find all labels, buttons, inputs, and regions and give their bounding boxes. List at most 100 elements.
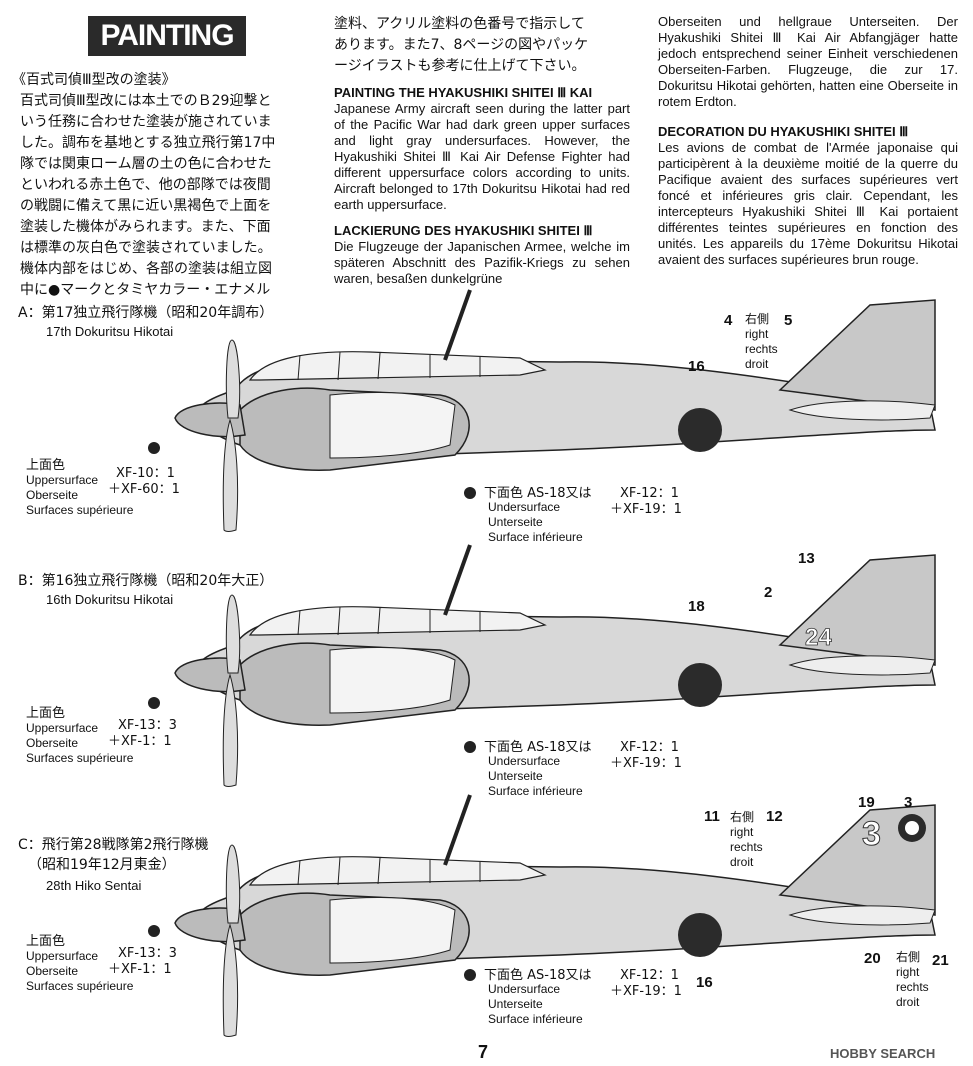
lower-fr: Surface inférieure xyxy=(488,784,583,798)
side-fr: droit xyxy=(896,995,920,1009)
lower-jp: 下面色 AS-18又は xyxy=(484,486,592,501)
jp-line: した。調布を基地とする独立飛行第17中 xyxy=(20,135,276,151)
aircraft-a-title: A：第17独立飛行隊機（昭和20年調布） xyxy=(18,305,274,321)
upper-jp: 上面色 xyxy=(26,934,66,949)
lower-en: Undersurface xyxy=(488,982,561,996)
side-jp: 右側 xyxy=(896,950,921,964)
aircraft-illustrations: 24 3 xyxy=(173,288,937,1039)
aircraft-c-title: C：飛行第28戦隊第2飛行隊機 xyxy=(18,837,209,853)
jp-line: は標準の灰白色で塗装されていました。 xyxy=(20,240,272,256)
lower-fr: Surface inférieure xyxy=(488,530,583,544)
upper-paint-2: ＋XF-60：1 xyxy=(108,482,180,497)
upper-fr: Surfaces supérieure xyxy=(26,503,134,517)
french-title: DECORATION DU HYAKUSHIKI SHITEI Ⅲ xyxy=(658,124,909,139)
upper-paint-1: XF-13：3 xyxy=(118,718,177,733)
page-number: 7 xyxy=(478,1042,489,1062)
side-en: right xyxy=(730,825,754,839)
upper-paint-1: XF-13：3 xyxy=(118,946,177,961)
paint-bullet-icon xyxy=(464,966,480,984)
jp-line: 塗料、アクリル塗料の色番号で指示して xyxy=(334,16,585,32)
mark-number: 3 xyxy=(904,794,913,811)
aircraft-c-drawing: 3 xyxy=(173,793,937,1039)
lower-paint-2: ＋XF-19：1 xyxy=(610,502,682,517)
aircraft-a-upper-legend: 上面色 Uppersurface Oberseite Surfaces supé… xyxy=(26,458,133,518)
japanese-heading: 《百式司偵Ⅲ型改の塗装》 xyxy=(12,72,176,88)
aircraft-c-upper-legend: 上面色 Uppersurface Oberseite Surfaces supé… xyxy=(26,934,133,994)
mark-number: 2 xyxy=(764,584,773,601)
aircraft-b-unit: 16th Dokuritsu Hikotai xyxy=(46,592,174,607)
aircraft-b-drawing: 24 xyxy=(173,543,937,789)
jp-line: いう任務に合わせた塗装が施されていま xyxy=(20,114,272,130)
english-body: Japanese Army aircraft seen during the l… xyxy=(334,101,630,212)
aircraft-a-lower-legend: Undersurface Unterseite Surface inférieu… xyxy=(488,500,583,545)
paint-bullet-icon xyxy=(148,922,164,940)
side-de: rechts xyxy=(896,980,929,994)
lower-jp: 下面色 AS-18又は xyxy=(484,740,592,755)
tail-code-b: 24 xyxy=(805,624,832,651)
upper-paint-1: XF-10：1 xyxy=(116,466,175,481)
side-en: right xyxy=(896,965,920,979)
mark-number: 5 xyxy=(784,312,793,329)
jp-line: の戦闘に備えて黒に近い黒褐色で上面を xyxy=(20,198,272,214)
upper-jp: 上面色 xyxy=(26,458,66,473)
lower-en: Undersurface xyxy=(488,754,561,768)
jp-line: 機体内部をはじめ、各部の塗装は組立図 xyxy=(20,261,272,277)
german-title: LACKIERUNG DES HYAKUSHIKI SHITEI Ⅲ xyxy=(334,223,593,238)
lower-fr: Surface inférieure xyxy=(488,1012,583,1026)
jp-line: 百式司偵Ⅲ型改には本土でのＢ29迎撃と xyxy=(20,93,272,109)
mark-number: 13 xyxy=(798,550,815,567)
lower-en: Undersurface xyxy=(488,500,561,514)
mark-number: 11 xyxy=(704,808,720,825)
section-header: PAINTING xyxy=(88,16,246,56)
mark-number: 16 xyxy=(696,974,713,991)
aircraft-b-upper-legend: 上面色 Uppersurface Oberseite Surfaces supé… xyxy=(26,706,133,766)
upper-fr: Surfaces supérieure xyxy=(26,751,134,765)
upper-paint-2: ＋XF-1：1 xyxy=(108,962,172,977)
upper-en: Uppersurface xyxy=(26,949,99,963)
side-de: rechts xyxy=(745,342,778,356)
aircraft-c-lower-legend: Undersurface Unterseite Surface inférieu… xyxy=(488,982,583,1027)
jp-line: ージイラストも参考に仕上げて下さい。 xyxy=(334,58,586,74)
side-legend: 右側 right rechts droit xyxy=(745,312,778,372)
side-jp: 右側 xyxy=(730,810,755,824)
lower-de: Unterseite xyxy=(488,515,543,529)
paint-bullet-icon xyxy=(464,738,480,756)
aircraft-a-unit: 17th Dokuritsu Hikotai xyxy=(46,324,174,339)
mark-number: 4 xyxy=(724,312,733,329)
german-body-part2: Oberseiten und hellgraue Unterseiten. De… xyxy=(658,14,958,109)
lower-paint-1: XF-12：1 xyxy=(620,968,679,983)
aircraft-b-lower-legend: Undersurface Unterseite Surface inférieu… xyxy=(488,754,583,799)
paint-bullet-icon xyxy=(148,440,164,455)
side-jp: 右側 xyxy=(745,312,770,326)
aircraft-c-title-2: （昭和19年12月東金） xyxy=(28,857,176,873)
lower-de: Unterseite xyxy=(488,997,543,1011)
lower-paint-1: XF-12：1 xyxy=(620,486,679,501)
mark-number: 19 xyxy=(858,794,875,811)
french-body: Les avions de combat de l'Armée japonais… xyxy=(658,140,958,267)
side-fr: droit xyxy=(745,357,769,371)
jp-line: あります。また7、8ページの図やパッケ xyxy=(334,37,589,53)
jp-line: 塗装した機体がみられます。また、下面 xyxy=(20,219,271,235)
upper-en: Uppersurface xyxy=(26,721,99,735)
lower-jp: 下面色 AS-18又は xyxy=(484,968,592,983)
japanese-intro: 《百式司偵Ⅲ型改の塗装》 百式司偵Ⅲ型改には本土でのＢ29迎撃と いう任務に合わ… xyxy=(12,70,320,301)
paint-bullet-icon xyxy=(464,484,480,502)
aircraft-b-title: B：第16独立飛行隊機（昭和20年大正） xyxy=(18,573,274,589)
side-en: right xyxy=(745,327,769,341)
mark-number: 21 xyxy=(932,952,949,969)
jp-line: 隊では関東ローム層の土の色に合わせた xyxy=(20,156,272,172)
lower-de: Unterseite xyxy=(488,769,543,783)
side-de: rechts xyxy=(730,840,763,854)
upper-de: Oberseite xyxy=(26,488,79,502)
column-2: 塗料、アクリル塗料の色番号で指示して あります。また7、8ページの図やパッケ ー… xyxy=(334,14,630,287)
column-3: Oberseiten und hellgraue Unterseiten. De… xyxy=(658,14,958,268)
side-legend-2: 右側 right rechts droit xyxy=(896,950,929,1010)
lower-paint-2: ＋XF-19：1 xyxy=(610,984,682,999)
jp-line: といわれる赤土色で、他の部隊では夜間 xyxy=(20,177,271,193)
upper-paint-2: ＋XF-1：1 xyxy=(108,734,172,749)
jp-continued: 塗料、アクリル塗料の色番号で指示して あります。また7、8ページの図やパッケ ー… xyxy=(334,14,630,77)
upper-en: Uppersurface xyxy=(26,473,99,487)
aircraft-c-unit: 28th Hiko Sentai xyxy=(46,878,142,893)
paint-bullet-icon xyxy=(148,694,164,712)
jp-line: 中に●マークとタミヤカラー・エナメル xyxy=(20,282,271,298)
